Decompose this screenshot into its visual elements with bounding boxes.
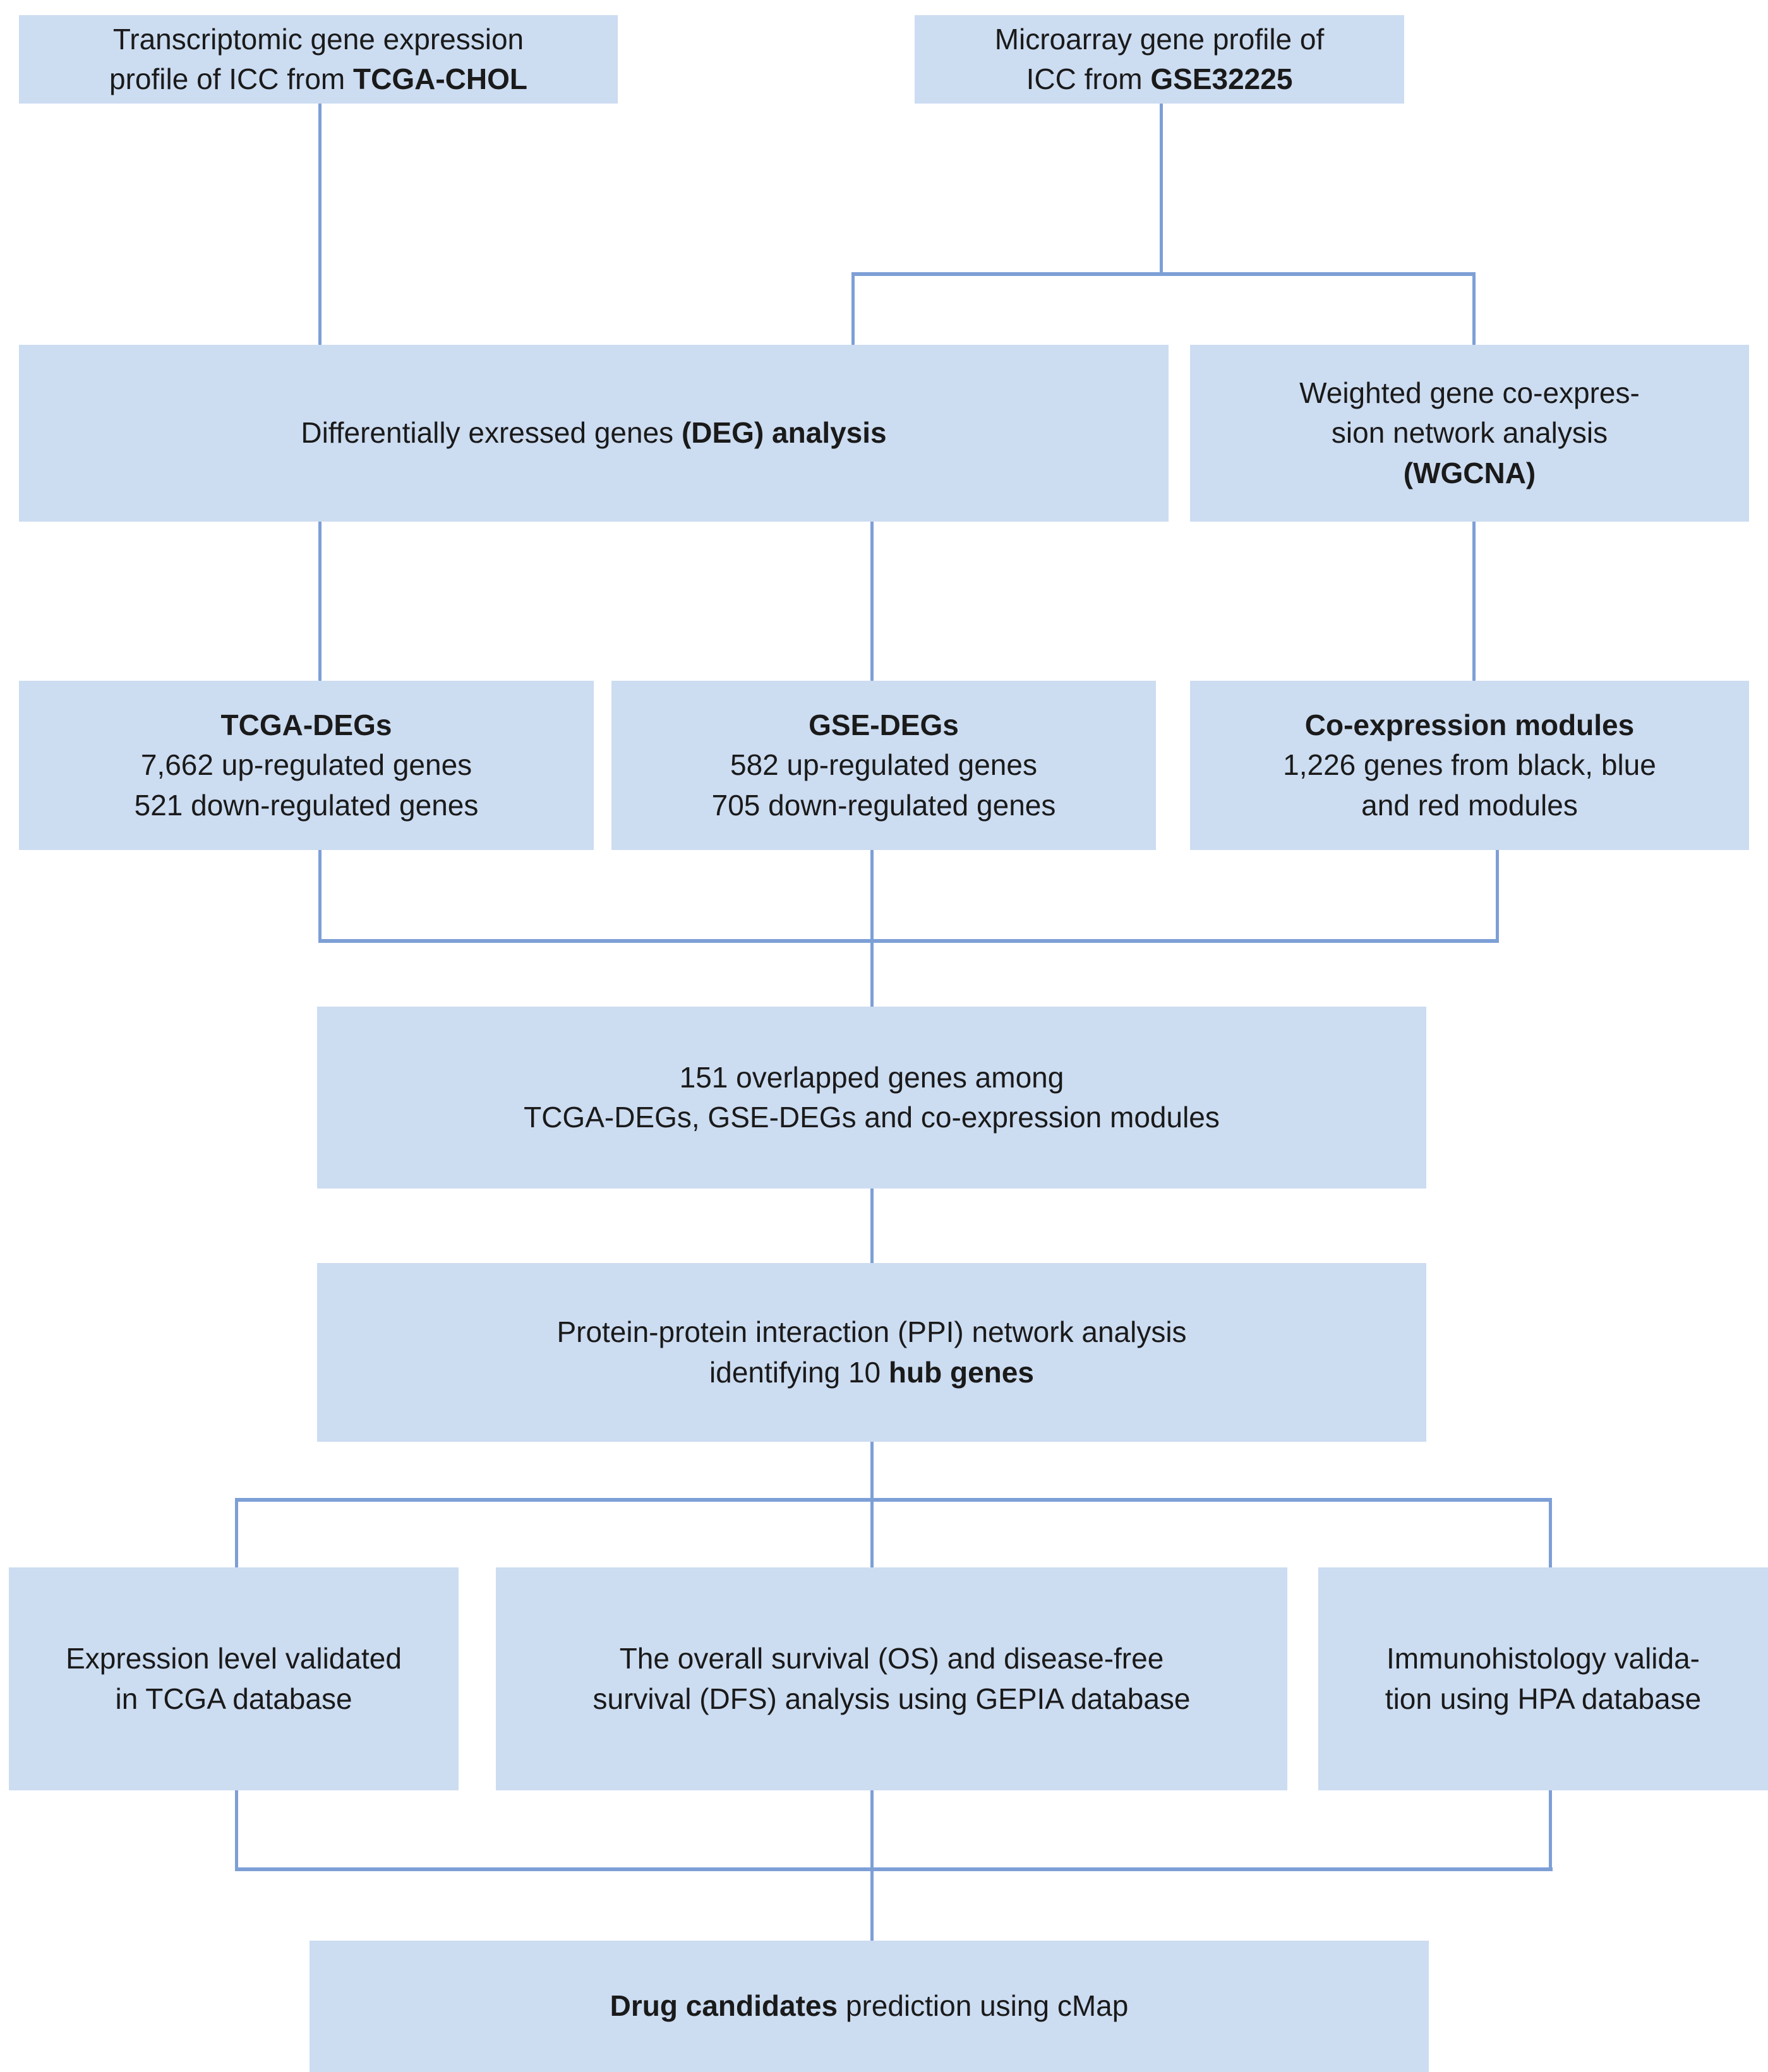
node-gse-degs-heading: GSE-DEGs: [809, 708, 959, 741]
connector-ppi-down: [870, 1441, 874, 1567]
connector-tcga-validation-down: [235, 1790, 238, 1871]
node-gse-source-line2-bold: GSE32225: [1150, 63, 1293, 95]
node-tcga-source[interactable]: Transcriptomic gene expression profile o…: [19, 15, 618, 104]
node-coexpression-modules-line1: 1,226 genes from black, blue: [1283, 748, 1656, 782]
node-tcga-degs-line1: 7,662 up-regulated genes: [140, 748, 472, 782]
node-drug-candidates[interactable]: Drug candidates prediction using cMap: [310, 1941, 1429, 2072]
node-wgcna-line3: (WGCNA): [1206, 453, 1733, 493]
node-gse-degs-line1: 582 up-regulated genes: [730, 748, 1037, 782]
node-ppi-network-line2: identifying 10 hub genes: [334, 1353, 1410, 1392]
node-wgcna[interactable]: Weighted gene co-expres- sion network an…: [1190, 345, 1749, 522]
node-tcga-validation-line2: in TCGA database: [115, 1682, 352, 1715]
node-ppi-network-line2-bold: hub genes: [888, 1355, 1034, 1389]
connector-validation-left-down: [235, 1498, 238, 1567]
connector-modules-down: [1496, 849, 1499, 943]
connector-tcga-source-to-deg: [318, 102, 322, 346]
node-deg-analysis-text: Differentially exressed genes (DEG) anal…: [35, 413, 1152, 453]
connector-validation-right-down: [1549, 1498, 1552, 1567]
node-tcga-validation-line1: Expression level validated: [66, 1642, 402, 1675]
node-ppi-network-line2-prefix: identifying 10: [709, 1355, 889, 1389]
node-tcga-validation[interactable]: Expression level validated in TCGA datab…: [9, 1567, 459, 1790]
node-gse-degs-line2: 705 down-regulated genes: [711, 788, 1056, 822]
node-deg-analysis-bold: (DEG) analysis: [681, 416, 887, 450]
node-overlapped-genes-line1: 151 overlapped genes among: [679, 1060, 1064, 1094]
connector-gse-degs-down: [870, 849, 874, 943]
node-tcga-source-line2: profile of ICC from TCGA-CHOL: [35, 59, 601, 99]
connector-gse-split-left-down: [851, 272, 855, 346]
node-ppi-network[interactable]: Protein-protein interaction (PPI) networ…: [317, 1263, 1426, 1442]
connector-hpa-down: [1549, 1790, 1552, 1871]
node-overlapped-genes-line2: TCGA-DEGs, GSE-DEGs and co-expression mo…: [524, 1101, 1220, 1134]
node-drug-candidates-suffix: prediction using cMap: [838, 1989, 1129, 2023]
node-tcga-degs-heading: TCGA-DEGs: [220, 708, 392, 741]
node-deg-analysis[interactable]: Differentially exressed genes (DEG) anal…: [19, 345, 1169, 522]
connector-gse-source-down: [1160, 102, 1163, 274]
node-gepia-survival-line2: survival (DFS) analysis using GEPIA data…: [592, 1682, 1191, 1715]
node-gse-source-line1: Microarray gene profile of: [994, 22, 1325, 56]
node-tcga-source-line2-prefix: profile of ICC from: [109, 63, 354, 95]
node-gse-source-line2-prefix: ICC from: [1026, 63, 1151, 95]
connector-deg-to-gse-degs: [870, 519, 874, 681]
connector-gepia-down: [870, 1790, 874, 1871]
connector-merge-bar-drug: [235, 1867, 1553, 1871]
node-coexpression-modules-line2: and red modules: [1361, 788, 1578, 822]
node-drug-candidates-bold: Drug candidates: [610, 1989, 838, 2023]
node-hpa-validation-line2: tion using HPA database: [1385, 1682, 1702, 1715]
connector-validation-split-bar: [235, 1498, 1552, 1502]
node-ppi-network-line1: Protein-protein interaction (PPI) networ…: [556, 1315, 1187, 1349]
node-coexpression-modules[interactable]: Co-expression modules 1,226 genes from b…: [1190, 681, 1749, 850]
connector-deg-to-tcga-degs: [318, 519, 322, 681]
node-tcga-source-line1: Transcriptomic gene expression: [112, 22, 524, 56]
node-drug-candidates-text: Drug candidates prediction using cMap: [326, 1986, 1412, 2026]
node-hpa-validation-line1: Immunohistology valida-: [1386, 1642, 1700, 1675]
node-wgcna-line3-bold: (WGCNA): [1403, 456, 1536, 489]
connector-merge-to-overlapped: [870, 939, 874, 1007]
connector-merge-to-drug: [870, 1867, 874, 1942]
connector-gse-split-right-down: [1472, 272, 1476, 346]
connector-overlapped-to-ppi: [870, 1189, 874, 1264]
node-hpa-validation[interactable]: Immunohistology valida- tion using HPA d…: [1318, 1567, 1768, 1790]
connector-gse-split-bar: [851, 272, 1476, 276]
connector-tcga-degs-down: [318, 849, 322, 943]
node-tcga-degs[interactable]: TCGA-DEGs 7,662 up-regulated genes 521 d…: [19, 681, 594, 850]
node-gse-source-line2: ICC from GSE32225: [931, 59, 1388, 99]
node-overlapped-genes[interactable]: 151 overlapped genes among TCGA-DEGs, GS…: [317, 1007, 1426, 1189]
node-wgcna-line1: Weighted gene co-expres-: [1299, 376, 1640, 409]
node-deg-analysis-prefix: Differentially exressed genes: [301, 416, 682, 450]
connector-merge-bar-overlap: [318, 939, 1499, 943]
node-tcga-degs-line2: 521 down-regulated genes: [134, 788, 479, 822]
node-gepia-survival-line1: The overall survival (OS) and disease-fr…: [619, 1642, 1164, 1675]
connector-wgcna-to-modules: [1472, 519, 1476, 681]
node-tcga-source-line2-bold: TCGA-CHOL: [353, 63, 527, 95]
node-wgcna-line2: sion network analysis: [1331, 416, 1608, 450]
node-gse-source[interactable]: Microarray gene profile of ICC from GSE3…: [915, 15, 1404, 104]
node-coexpression-modules-heading: Co-expression modules: [1304, 708, 1635, 741]
node-gepia-survival[interactable]: The overall survival (OS) and disease-fr…: [496, 1567, 1287, 1790]
node-gse-degs[interactable]: GSE-DEGs 582 up-regulated genes 705 down…: [611, 681, 1156, 850]
